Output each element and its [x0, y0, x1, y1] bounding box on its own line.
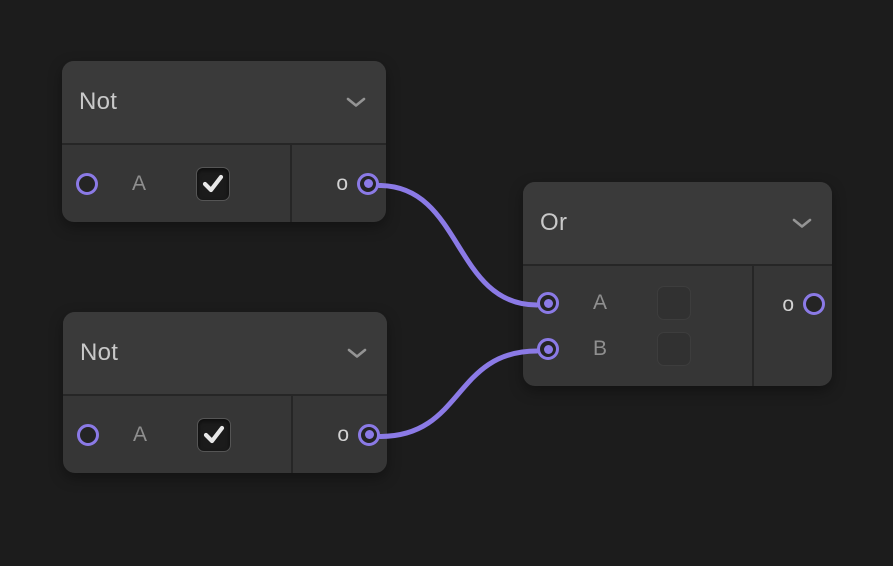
output-socket-o[interactable] — [357, 172, 379, 195]
input-label: A — [132, 422, 147, 446]
checkbox-a[interactable] — [196, 166, 230, 201]
input-row-b: B — [523, 326, 752, 372]
node-or[interactable]: Or A B o — [523, 182, 832, 386]
node-title: Not — [80, 339, 119, 366]
output-label: o — [782, 293, 794, 316]
checkmark-icon — [203, 425, 225, 443]
node-header[interactable]: Or — [523, 182, 832, 266]
output-socket-o[interactable] — [803, 293, 825, 315]
input-label: A — [592, 291, 607, 314]
checkbox-b[interactable] — [657, 332, 691, 366]
input-label: B — [592, 337, 607, 360]
outputs-area: o — [292, 145, 386, 222]
node-header[interactable]: Not — [62, 61, 386, 145]
outputs-area: o — [293, 396, 387, 473]
input-socket-b[interactable] — [537, 338, 559, 360]
output-label: o — [337, 422, 349, 446]
inputs-area: A — [63, 396, 293, 473]
chevron-down-icon[interactable] — [792, 218, 812, 229]
node-body: A B o — [523, 266, 832, 386]
connection-wire-not1-to-or-a[interactable] — [376, 183, 540, 308]
node-not-2[interactable]: Not A o — [63, 312, 387, 473]
checkbox-a[interactable] — [197, 417, 231, 452]
checkmark-icon — [202, 174, 224, 192]
input-socket-a[interactable] — [537, 292, 559, 314]
checkbox-a[interactable] — [657, 286, 691, 320]
inputs-area: A — [62, 145, 292, 222]
chevron-down-icon[interactable] — [346, 97, 366, 108]
input-socket-a[interactable] — [77, 423, 99, 446]
connection-wire-not2-to-or-b[interactable] — [377, 348, 540, 439]
input-row-a: A — [62, 145, 290, 222]
inputs-area: A B — [523, 266, 754, 386]
node-body: A o — [62, 145, 386, 222]
outputs-area: o — [754, 266, 832, 386]
input-row-a: A — [523, 280, 752, 326]
input-socket-a[interactable] — [76, 172, 98, 195]
node-title: Not — [79, 88, 118, 115]
input-row-a: A — [63, 396, 291, 473]
node-body: A o — [63, 396, 387, 473]
node-not-1[interactable]: Not A o — [62, 61, 386, 222]
input-label: A — [131, 171, 146, 195]
node-title: Or — [540, 209, 568, 236]
chevron-down-icon[interactable] — [347, 348, 367, 359]
output-socket-o[interactable] — [358, 423, 380, 446]
output-label: o — [336, 171, 348, 195]
node-header[interactable]: Not — [63, 312, 387, 396]
